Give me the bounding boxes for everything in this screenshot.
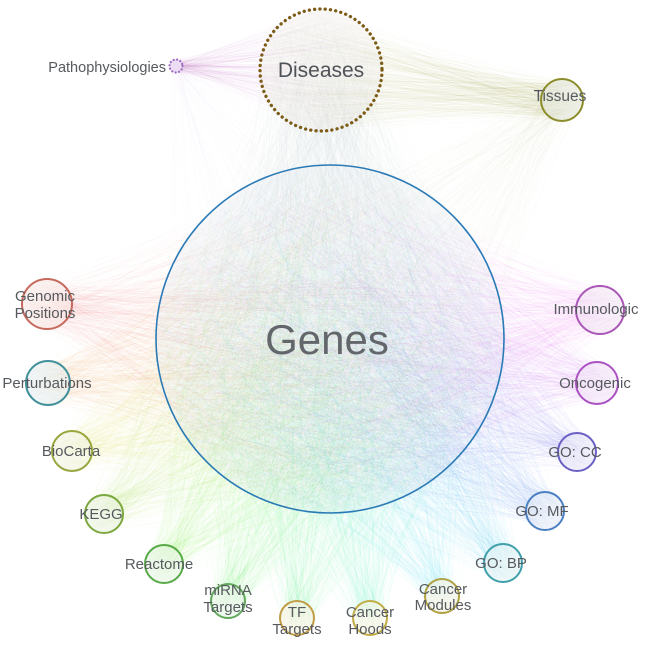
edge-bundle-cancer_modules-genes: [158, 168, 503, 613]
node-pathophysiologies[interactable]: [168, 58, 184, 74]
node-biocarta[interactable]: [51, 430, 93, 472]
edge-bundle-immunologic-genes: [160, 177, 624, 505]
node-label-pathophysiologies: Pathophysiologies: [48, 60, 166, 76]
node-cancer_hoods[interactable]: [352, 600, 388, 636]
node-perturbations[interactable]: [25, 360, 71, 406]
edge-bundle-go_mf-genes: [161, 169, 564, 531]
node-mirna_targets[interactable]: [210, 583, 246, 619]
node-reactome[interactable]: [144, 544, 184, 584]
edge-bundle-mirna_targets-genes: [159, 171, 499, 618]
node-oncogenic[interactable]: [575, 361, 619, 405]
edge-bundle-reactome-genes: [145, 168, 484, 583]
node-diseases[interactable]: [258, 7, 384, 133]
node-genomic_positions[interactable]: [21, 278, 73, 330]
node-tissues[interactable]: [540, 78, 584, 122]
node-go_bp[interactable]: [483, 543, 523, 583]
edge-bundle-genomic_positions-genes: [22, 169, 503, 514]
edge-bundle-go_cc-genes: [159, 174, 596, 505]
node-cancer_modules[interactable]: [424, 578, 460, 614]
node-kegg[interactable]: [84, 494, 124, 534]
edge-bundle-cancer_hoods-genes: [156, 172, 500, 635]
edge-bundle-diseases-tissues: [262, 12, 582, 129]
edge-bundle-tf_targets-genes: [159, 173, 504, 635]
node-go_mf[interactable]: [525, 491, 565, 531]
node-genes[interactable]: [155, 164, 505, 514]
node-tf_targets[interactable]: [279, 600, 315, 636]
node-immunologic[interactable]: [575, 285, 625, 335]
node-go_cc[interactable]: [557, 432, 597, 472]
edge-bundle-biocarta-genes: [52, 167, 500, 504]
edge-bundle-oncogenic-genes: [156, 169, 618, 509]
edge-bundle-go_bp-genes: [161, 169, 521, 581]
edge-bundle-diseases-pathophysiologies: [169, 9, 375, 130]
edge-bundle-kegg-genes: [85, 168, 493, 533]
